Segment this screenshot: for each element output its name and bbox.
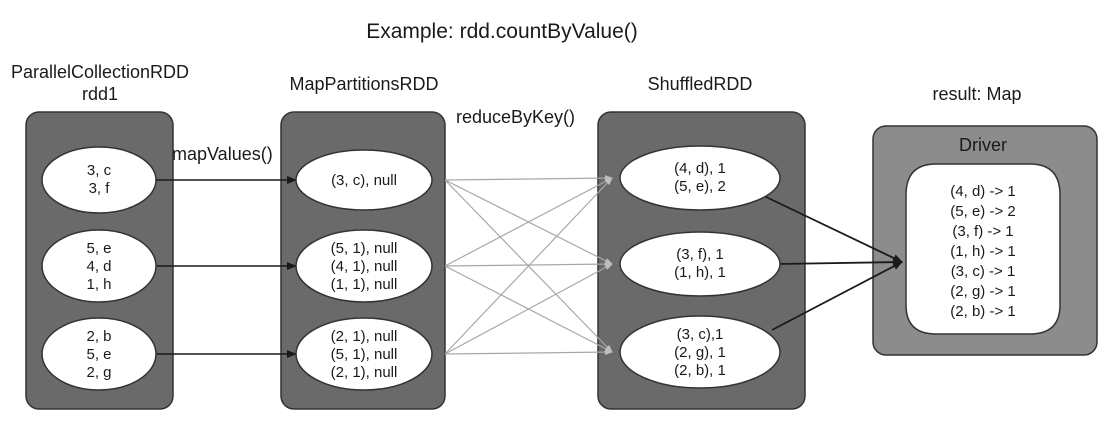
shuffle-line (444, 175, 613, 182)
mapvalues-label: mapValues() (172, 144, 273, 164)
partition-record: (3, c),1 (677, 326, 724, 343)
partition-record: (5, 1), null (331, 346, 398, 363)
partition-record: (1, h), 1 (674, 264, 726, 281)
partition-record: 4, d (86, 258, 111, 275)
collect-arrow (777, 258, 903, 267)
partition-record: (2, 1), null (331, 328, 398, 345)
partition-record: 5, e (86, 346, 111, 363)
rdd1-partition: 3, c 3, f (41, 146, 157, 214)
shuffled-partition: (3, f), 1 (1, h), 1 (619, 231, 781, 297)
rdd1-partition: 2, b 5, e 2, g (41, 317, 157, 391)
mappartitions-partition: (3, c), null (295, 149, 433, 211)
shuffle-line (444, 177, 613, 355)
driver-result-map: (4, d) -> 1 (5, e) -> 2 (3, f) -> 1 (1, … (905, 163, 1061, 335)
partition-record: (5, 1), null (331, 240, 398, 257)
result-entry: (4, d) -> 1 (950, 183, 1015, 200)
shuffle-lines (444, 175, 613, 356)
result-entry: (1, h) -> 1 (950, 243, 1015, 260)
result-header: result: Map (932, 84, 1021, 104)
result-entry: (5, e) -> 2 (950, 203, 1015, 220)
partition-record: (5, e), 2 (674, 178, 726, 195)
shuffled-partition: (4, d), 1 (5, e), 2 (619, 145, 781, 211)
shuffle-line (444, 177, 613, 267)
mapvalues-arrows (142, 176, 297, 358)
collect-arrow (771, 261, 903, 331)
partition-record: 3, f (89, 180, 111, 197)
rdd1-header-name: rdd1 (82, 84, 118, 104)
partition-record: 3, c (87, 162, 112, 179)
partition-record: (2, 1), null (331, 364, 398, 381)
partition-record: (3, f), 1 (676, 246, 724, 263)
partition-record: 2, g (86, 364, 111, 381)
shuffled-header: ShuffledRDD (648, 74, 753, 94)
collect-arrow (763, 195, 903, 263)
partition-record: (4, d), 1 (674, 160, 726, 177)
mappartitions-partition: (5, 1), null (4, 1), null (1, 1), null (295, 229, 433, 303)
shuffle-line (444, 261, 613, 268)
partition-record: (2, b), 1 (674, 362, 726, 379)
partition-ellipse (619, 231, 781, 297)
shuffle-line (444, 263, 613, 355)
partition-record: (4, 1), null (331, 258, 398, 275)
partition-ellipse (41, 146, 157, 214)
mappartitions-partition: (2, 1), null (5, 1), null (2, 1), null (295, 317, 433, 391)
partition-ellipse (619, 315, 781, 389)
result-entry: (2, g) -> 1 (950, 283, 1015, 300)
partition-ellipse (41, 317, 157, 391)
result-entry: (2, b) -> 1 (950, 303, 1015, 320)
rdd1-partition: 5, e 4, d 1, h (41, 229, 157, 303)
driver-map-shape (905, 163, 1061, 335)
reducebykey-label: reduceByKey() (456, 107, 575, 127)
result-entry: (3, f) -> 1 (952, 223, 1013, 240)
diagram-title: Example: rdd.countByValue() (366, 20, 638, 43)
collect-arrows (763, 195, 903, 331)
partition-record: (2, g), 1 (674, 344, 726, 361)
shuffled-partition: (3, c),1 (2, g), 1 (2, b), 1 (619, 315, 781, 389)
mappartitions-header: MapPartitionsRDD (289, 74, 438, 94)
partition-ellipse (41, 229, 157, 303)
partition-record: (3, c), null (331, 172, 397, 189)
partition-ellipse (619, 145, 781, 211)
partition-ellipse (295, 149, 433, 211)
rdd1-header-type: ParallelCollectionRDD (11, 62, 189, 82)
partition-record: (1, 1), null (331, 276, 398, 293)
partition-ellipse (295, 317, 433, 391)
partition-record: 2, b (86, 328, 111, 345)
result-entry: (3, c) -> 1 (951, 263, 1016, 280)
shuffle-line (444, 349, 613, 356)
partition-record: 1, h (86, 276, 111, 293)
partition-ellipse (295, 229, 433, 303)
partition-record: 5, e (86, 240, 111, 257)
driver-label: Driver (959, 135, 1007, 155)
